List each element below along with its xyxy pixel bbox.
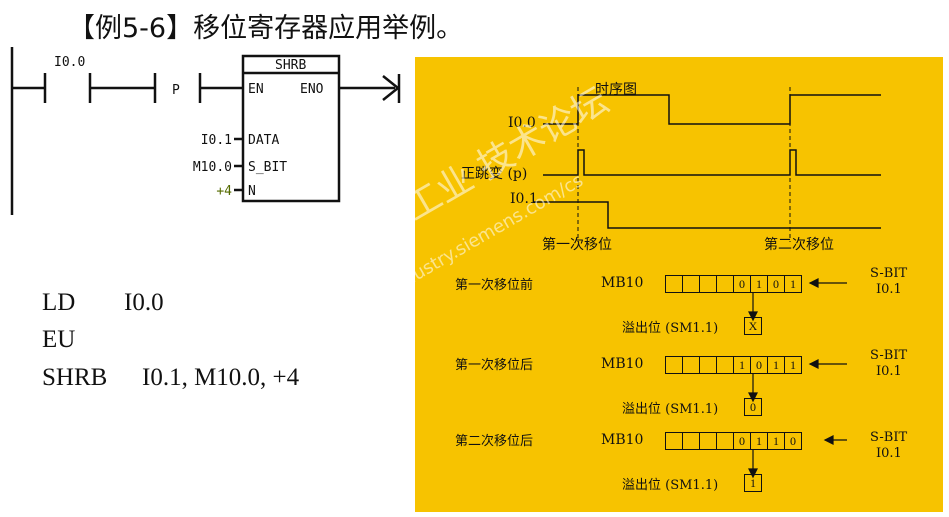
state1-reg: MB10 — [601, 275, 644, 291]
en-pin: EN — [248, 82, 264, 97]
state3-sbit-src: I0.1 — [876, 446, 902, 461]
contact-label: I0.0 — [54, 55, 85, 70]
state3-ovf-label: 溢出位 (SM1.1) — [622, 478, 719, 493]
page-title: 【例5-6】移位寄存器应用举例。 — [68, 13, 464, 44]
sbit-pin: S_BIT — [248, 160, 287, 175]
sig-i00-label: I0.0 — [508, 115, 536, 131]
shift1-label: 第一次移位 — [542, 237, 612, 253]
i01-waveform — [533, 201, 881, 229]
p-waveform — [543, 149, 881, 176]
data-input: I0.1 — [201, 133, 232, 148]
state3-label: 第二次移位后 — [455, 434, 534, 449]
state2-sbit-src: I0.1 — [876, 364, 902, 379]
shift2-label: 第二次移位 — [764, 237, 834, 253]
sig-i01-label: I0.1 — [510, 191, 538, 207]
state1-label: 第一次移位前 — [455, 278, 534, 293]
i00-waveform — [543, 94, 881, 125]
il-line-2: EU — [42, 326, 76, 353]
n-pin: N — [248, 184, 256, 199]
timing-title: 时序图 — [595, 82, 637, 98]
state1-sbit-src: I0.1 — [876, 282, 902, 297]
state2-ovf-label: 溢出位 (SM1.1) — [622, 402, 719, 417]
state2-reg: MB10 — [601, 356, 644, 372]
state2-label: 第一次移位后 — [455, 358, 534, 373]
state2-sbit: S-BIT — [870, 348, 908, 363]
timing-panel: 时序图 I0.0 正跳变 (p) I0.1 第一次移位 第二次移位 第一次移位前… — [415, 57, 943, 512]
p-label: P — [172, 83, 180, 98]
data-pin: DATA — [248, 133, 279, 148]
ladder-diagram: I0.0 P SHRB EN ENO DATA S_BIT N I0.1 M10… — [10, 47, 401, 215]
sbit-input: M10.0 — [193, 160, 232, 175]
sig-p-label: 正跳变 (p) — [461, 166, 528, 182]
state1-ovf-label: 溢出位 (SM1.1) — [622, 321, 719, 336]
eno-pin: ENO — [300, 82, 324, 97]
state3-ovf: 1 — [744, 474, 762, 492]
shrb-box — [241, 54, 341, 203]
state1-sbit: S-BIT — [870, 266, 908, 281]
n-input: +4 — [216, 184, 232, 199]
state2-ovf: 0 — [744, 398, 762, 416]
timing-diagram — [533, 87, 881, 479]
block-name: SHRB — [275, 58, 306, 73]
state3-sbit: S-BIT — [870, 430, 908, 445]
state1-ovf: X — [744, 317, 762, 335]
state3-reg: MB10 — [601, 432, 644, 448]
